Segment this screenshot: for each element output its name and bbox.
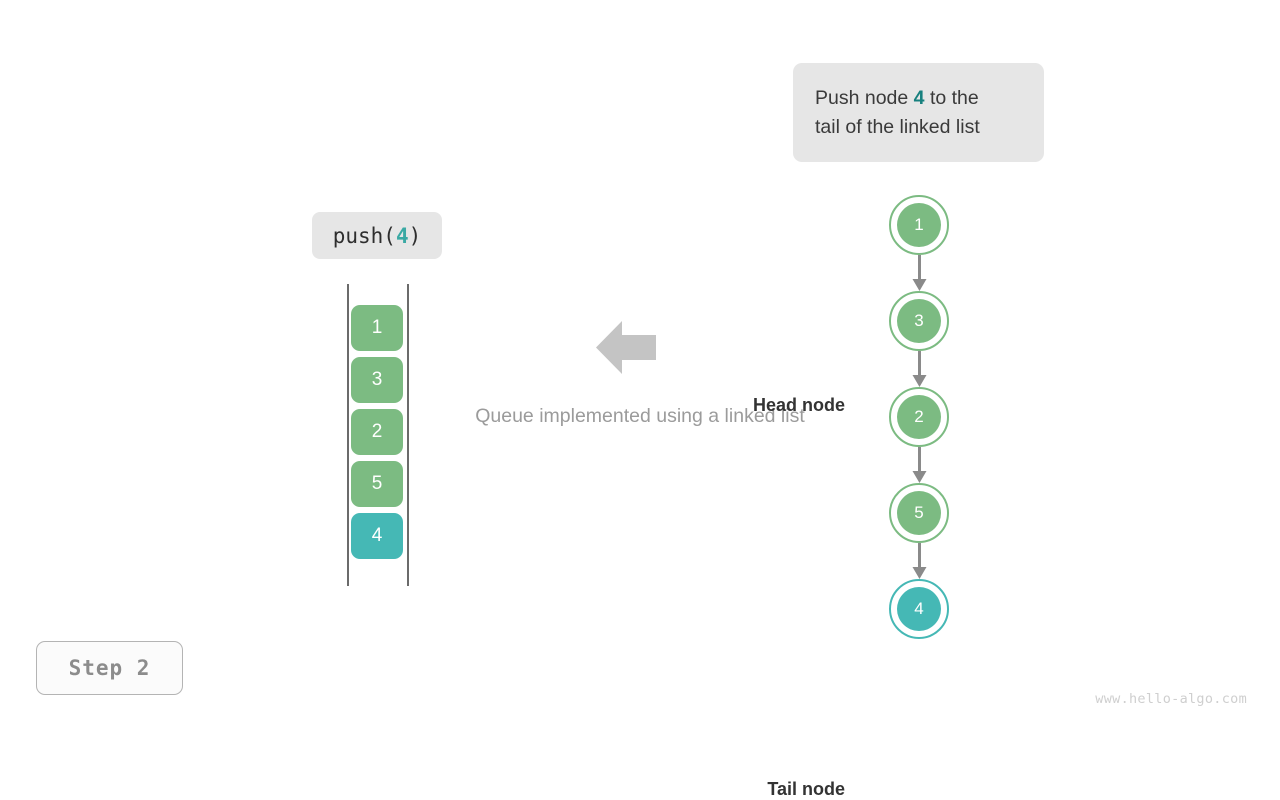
linked-list-node-value: 1 (897, 203, 941, 247)
push-prefix: push( (332, 223, 396, 248)
watermark: www.hello-algo.com (1095, 691, 1247, 707)
push-suffix: ) (408, 223, 422, 248)
queue-cell-value: 3 (371, 369, 383, 390)
caption-text: Push node 4 to the tail of the linked li… (815, 84, 980, 142)
linked-list-node: 4 (889, 579, 949, 639)
queue-rail-left (347, 284, 349, 586)
linked-list-edge-arrow (912, 255, 927, 291)
caption-bubble: Push node 4 to the tail of the linked li… (793, 63, 1044, 162)
linked-list-node: 2 (889, 387, 949, 447)
caption-line1-before: Push node (815, 86, 914, 109)
linked-list-node-value: 2 (897, 395, 941, 439)
push-argument: 4 (395, 223, 409, 248)
queue-cell-value: 1 (371, 317, 383, 338)
linked-list-edge-arrow (912, 351, 927, 387)
queue-cell: 3 (351, 357, 403, 403)
linked-list-node-value: 4 (897, 587, 941, 631)
queue-cell-value: 2 (371, 421, 383, 442)
left-arrow-icon (596, 321, 656, 374)
middle-caption-text: Queue implemented using a linked list (475, 405, 805, 427)
head-node-label: Head node (752, 395, 845, 415)
caption-highlight-value: 4 (913, 86, 925, 109)
queue-rail-right (407, 284, 409, 586)
linked-list-edge-arrow (912, 447, 927, 483)
tail-node-label: Tail node (767, 779, 845, 799)
push-operation-label: push(4) (312, 212, 442, 259)
linked-list-node-value: 3 (897, 299, 941, 343)
queue-cell-value: 4 (371, 525, 383, 546)
linked-list-node: 5 (889, 483, 949, 543)
linked-list-edge-arrow (912, 543, 927, 579)
queue-cell: 1 (351, 305, 403, 351)
caption-line1-after: to the (924, 86, 979, 109)
linked-list-node-value: 5 (897, 491, 941, 535)
queue-column: 1 3 2 5 4 (340, 284, 415, 586)
queue-cell: 2 (351, 409, 403, 455)
queue-cell-list: 1 3 2 5 4 (351, 305, 403, 565)
queue-cell: 4 (351, 513, 403, 559)
queue-cell: 5 (351, 461, 403, 507)
linked-list-node: 1 (889, 195, 949, 255)
caption-line2: tail of the linked list (815, 115, 980, 138)
linked-list-diagram: Head node Tail node 1 3 2 5 4 (753, 180, 990, 799)
queue-cell-value: 5 (371, 473, 383, 494)
linked-list-node: 3 (889, 291, 949, 351)
step-badge: Step 2 (36, 641, 183, 695)
